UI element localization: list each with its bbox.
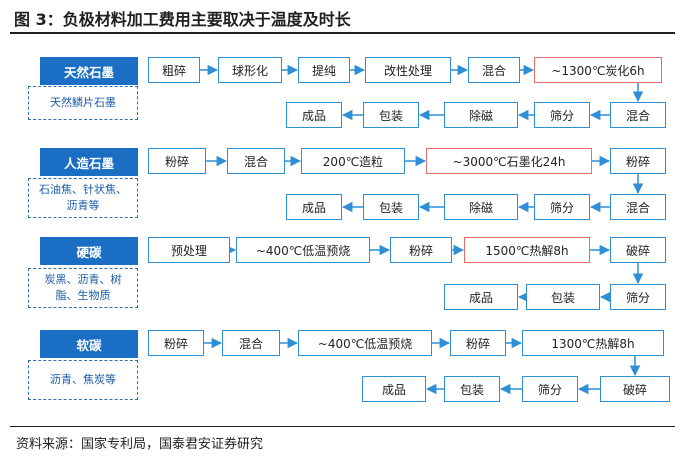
process-step: 筛分 [610, 284, 666, 310]
process-step: 包装 [363, 194, 419, 220]
process-step: 成品 [286, 194, 342, 220]
process-step: 成品 [362, 376, 426, 402]
process-step: 200℃造粒 [301, 148, 405, 174]
process-step: 包装 [526, 284, 600, 310]
process-step: ~1300℃炭化6h [534, 57, 662, 83]
process-step: 球形化 [218, 57, 282, 83]
process-step: 改性处理 [365, 57, 451, 83]
process-step: 除磁 [444, 194, 518, 220]
raw-material-note: 石油焦、针状焦、沥青等 [28, 178, 138, 218]
process-step: 成品 [286, 102, 342, 128]
process-step: 混合 [227, 148, 285, 174]
process-step: 粉碎 [390, 237, 452, 263]
raw-material-note: 炭黑、沥青、树脂、生物质 [28, 268, 138, 308]
process-step: 筛分 [534, 102, 590, 128]
process-step: 粉碎 [148, 148, 206, 174]
category-label: 软碳 [40, 330, 138, 358]
process-step: 混合 [610, 194, 666, 220]
process-step: 包装 [444, 376, 500, 402]
category-label: 天然石墨 [40, 57, 138, 85]
process-step: 混合 [222, 330, 280, 356]
process-step: 1300℃热解8h [522, 330, 664, 356]
figure-title: 图 3：负极材料加工费用主要取决于温度及时长 [14, 10, 351, 29]
title-rule [10, 32, 675, 34]
process-step: 成品 [444, 284, 518, 310]
process-step: 破碎 [600, 376, 670, 402]
process-step: ~3000℃石墨化24h [426, 148, 592, 174]
process-step: 1500℃热解8h [464, 237, 590, 263]
process-step: 混合 [468, 57, 520, 83]
process-step: 粉碎 [610, 148, 666, 174]
process-step: 筛分 [534, 194, 590, 220]
category-label: 人造石墨 [40, 148, 138, 176]
process-step: 粉碎 [450, 330, 506, 356]
process-step: ~400℃低温预烧 [298, 330, 432, 356]
process-step: 筛分 [522, 376, 578, 402]
process-step: ~400℃低温预烧 [236, 237, 370, 263]
process-step: 粉碎 [148, 330, 204, 356]
process-step: 混合 [610, 102, 666, 128]
process-step: 破碎 [610, 237, 666, 263]
process-step: 除磁 [444, 102, 518, 128]
source-note: 资料来源：国家专利局，国泰君安证券研究 [16, 437, 264, 452]
process-step: 粗碎 [148, 57, 200, 83]
process-step: 预处理 [148, 237, 230, 263]
source-rule [10, 426, 675, 427]
category-label: 硬碳 [40, 237, 138, 265]
process-step: 提纯 [298, 57, 350, 83]
process-step: 包装 [363, 102, 419, 128]
raw-material-note: 天然鳞片石墨 [28, 86, 138, 120]
raw-material-note: 沥青、焦炭等 [28, 360, 138, 400]
